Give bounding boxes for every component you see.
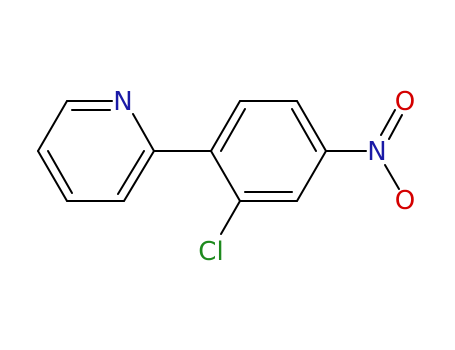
bond-b3-b4-inner [291, 108, 317, 152]
nitro-oxygen-top-label: O [395, 87, 415, 117]
bond-c-cl [220, 200, 241, 235]
bond-c4-c5 [37, 150, 68, 202]
nitro-nitrogen-label: N [367, 137, 386, 167]
bond-c2-c3-inner [117, 150, 145, 195]
bond-b1-b2 [210, 100, 241, 152]
bond-n-o-top-b [388, 114, 403, 140]
nitro-group-bonds [380, 109, 403, 190]
bond-n-o-top-a [380, 109, 396, 136]
bond-b6-b1 [210, 150, 241, 202]
bond-b3-b4 [296, 100, 327, 152]
chlorine-label: Cl [198, 237, 223, 267]
pyridine-ring [37, 100, 155, 202]
nitro-oxygen-bottom-label: O [395, 186, 415, 216]
bond-c4-c5-inner [47, 150, 73, 194]
bond-b1-b2-inner [220, 108, 246, 152]
benzene-ring [210, 100, 327, 202]
pyridine-nitrogen-label: N [113, 87, 132, 117]
bond-n-c2 [132, 113, 155, 152]
bond-c2-c3 [123, 150, 155, 202]
bond-n-o-bottom [384, 164, 400, 190]
bond-b4-b5 [296, 150, 327, 202]
bond-c5-c6 [37, 100, 68, 152]
